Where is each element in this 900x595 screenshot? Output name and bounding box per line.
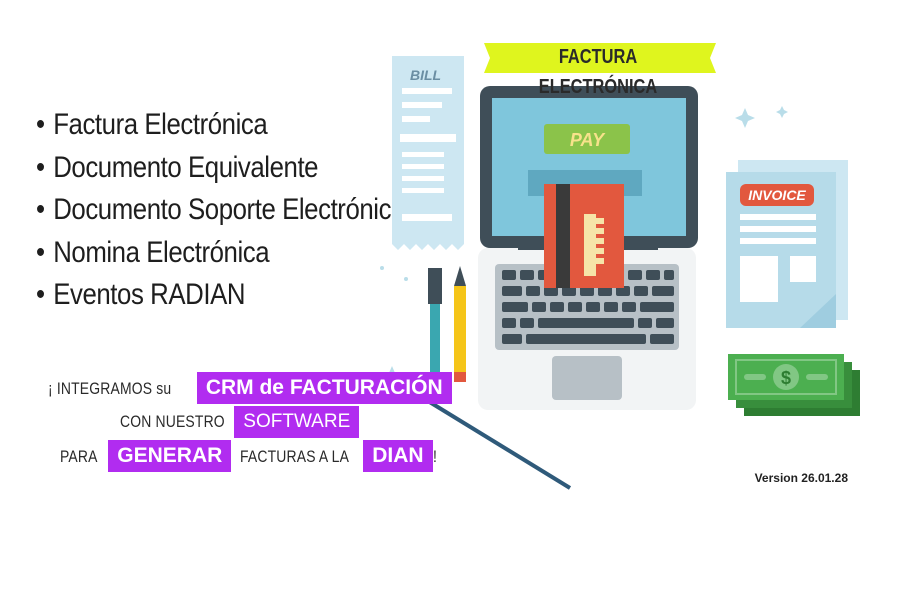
pen-icon (428, 268, 442, 384)
invoice-illustration: BILL (380, 43, 860, 490)
feature-label: Eventos RADIAN (53, 278, 246, 311)
bullet-icon: • (36, 278, 45, 311)
promo-line-3: PARA GENERAR FACTURAS A LA DIAN! (60, 440, 437, 472)
trackpad (552, 356, 622, 400)
banner-ribbon (484, 43, 716, 73)
promo-line-1: ¡ INTEGRAMOS su CRM de FACTURACIÓN (48, 372, 452, 404)
money-icon: $ (728, 354, 860, 416)
bill-label: BILL (410, 67, 441, 83)
pay-button (544, 124, 630, 154)
credit-card-icon (544, 184, 624, 288)
promo-text: ! (432, 447, 437, 466)
feature-item: •Documento Equivalente (36, 147, 405, 190)
software-tag: SOFTWARE (234, 406, 360, 438)
feature-label: Factura Electrónica (53, 108, 268, 141)
feature-item: •Documento Soporte Electrónico (36, 189, 405, 232)
dian-tag: DIAN (363, 440, 433, 472)
dollar-icon: $ (781, 368, 791, 388)
pay-label: PAY (570, 130, 606, 150)
invoice-document: INVOICE (726, 160, 848, 328)
feature-list: •Factura Electrónica •Documento Equivale… (36, 104, 465, 317)
promo-line-2: CON NUESTRO SOFTWARE (120, 406, 360, 438)
banner-title: FACTURA ELECTRÓNICA (538, 46, 658, 98)
feature-label: Documento Equivalente (53, 150, 319, 184)
bill-receipt: BILL (392, 56, 464, 250)
feature-item: •Nomina Electrónica (36, 232, 405, 275)
bullet-icon: • (36, 108, 45, 141)
divider-line (408, 388, 572, 490)
version-label: Version 26.01.28 (754, 471, 848, 485)
feature-item: •Factura Electrónica (36, 104, 405, 147)
bullet-icon: • (36, 193, 45, 226)
promo-text: FACTURAS A LA (239, 447, 349, 466)
invoice-label: INVOICE (748, 187, 806, 203)
feature-label: Documento Soporte Electrónico (53, 193, 405, 226)
promo-text: PARA (60, 447, 98, 466)
promo-text: CON NUESTRO (120, 412, 225, 431)
generar-tag: GENERAR (108, 440, 232, 472)
crm-tag: CRM de FACTURACIÓN (196, 372, 452, 404)
promo-text: ¡ INTEGRAMOS su (48, 379, 172, 398)
bullet-icon: • (36, 150, 45, 184)
feature-label: Nomina Electrónica (53, 235, 270, 269)
feature-item: •Eventos RADIAN (36, 274, 405, 317)
bullet-icon: • (36, 235, 45, 269)
pencil-icon (454, 266, 466, 382)
